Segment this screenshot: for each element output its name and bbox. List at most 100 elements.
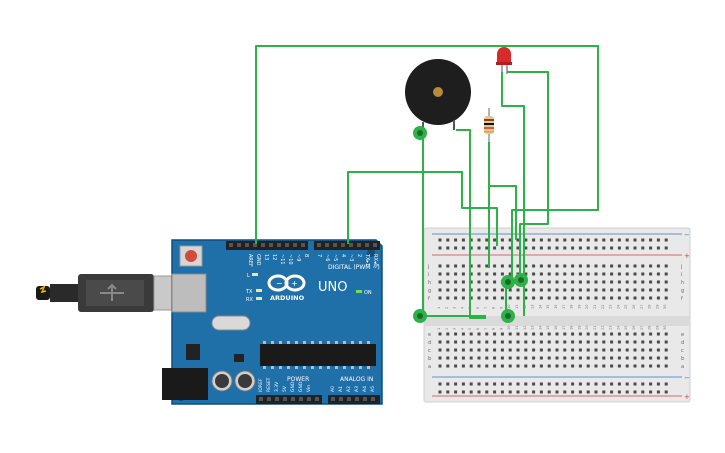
breadboard-hole[interactable] [571, 280, 575, 284]
breadboard-hole[interactable] [578, 356, 582, 360]
breadboard-hole[interactable] [649, 238, 653, 242]
breadboard-hole[interactable] [532, 264, 536, 268]
breadboard-hole[interactable] [547, 356, 551, 360]
breadboard-hole[interactable] [461, 280, 465, 284]
wires[interactable] [255, 45, 599, 319]
breadboard-hole[interactable] [446, 364, 450, 368]
header-pin[interactable] [339, 397, 343, 401]
breadboard-hole[interactable] [485, 340, 489, 344]
breadboard-hole[interactable] [656, 272, 660, 276]
header-pin[interactable] [237, 243, 241, 247]
breadboard-hole[interactable] [477, 280, 481, 284]
breadboard-hole[interactable] [485, 246, 489, 250]
breadboard-hole[interactable] [602, 264, 606, 268]
breadboard-hole[interactable] [469, 246, 473, 250]
breadboard-hole[interactable] [641, 332, 645, 336]
breadboard-hole[interactable] [547, 288, 551, 292]
breadboard-hole[interactable] [641, 238, 645, 242]
breadboard-hole[interactable] [594, 356, 598, 360]
breadboard-hole[interactable] [532, 348, 536, 352]
breadboard-hole[interactable] [524, 264, 528, 268]
breadboard-hole[interactable] [571, 390, 575, 394]
breadboard-hole[interactable] [563, 356, 567, 360]
breadboard-hole[interactable] [461, 340, 465, 344]
breadboard-hole[interactable] [539, 390, 543, 394]
breadboard-hole[interactable] [539, 246, 543, 250]
breadboard-hole[interactable] [578, 238, 582, 242]
breadboard-hole[interactable] [649, 332, 653, 336]
breadboard-hole[interactable] [602, 382, 606, 386]
breadboard-hole[interactable] [578, 390, 582, 394]
breadboard-hole[interactable] [656, 296, 660, 300]
breadboard-hole[interactable] [477, 332, 481, 336]
breadboard-hole[interactable] [524, 296, 528, 300]
breadboard-hole[interactable] [649, 246, 653, 250]
breadboard-hole[interactable] [586, 390, 590, 394]
breadboard-hole[interactable] [555, 356, 559, 360]
breadboard-hole[interactable] [633, 272, 637, 276]
breadboard-hole[interactable] [461, 364, 465, 368]
breadboard-hole[interactable] [555, 264, 559, 268]
breadboard-hole[interactable] [485, 272, 489, 276]
breadboard-hole[interactable] [594, 340, 598, 344]
wire-buzzer-neg[interactable] [456, 129, 486, 319]
breadboard-hole[interactable] [586, 264, 590, 268]
breadboard-hole[interactable] [524, 348, 528, 352]
breadboard-hole[interactable] [454, 238, 458, 242]
breadboard-hole[interactable] [571, 246, 575, 250]
breadboard-hole[interactable] [454, 390, 458, 394]
breadboard-hole[interactable] [485, 288, 489, 292]
header-pin[interactable] [331, 397, 335, 401]
breadboard-hole[interactable] [563, 238, 567, 242]
breadboard-hole[interactable] [454, 280, 458, 284]
breadboard-hole[interactable] [547, 238, 551, 242]
breadboard-hole[interactable] [649, 356, 653, 360]
breadboard-hole[interactable] [485, 364, 489, 368]
breadboard-hole[interactable] [594, 382, 598, 386]
breadboard-hole[interactable] [454, 382, 458, 386]
breadboard-hole[interactable] [664, 246, 668, 250]
breadboard-hole[interactable] [610, 296, 614, 300]
breadboard-hole[interactable] [477, 238, 481, 242]
breadboard-hole[interactable] [649, 364, 653, 368]
breadboard-hole[interactable] [516, 364, 520, 368]
header-pin[interactable] [355, 397, 359, 401]
breadboard-hole[interactable] [508, 296, 512, 300]
breadboard-hole[interactable] [571, 264, 575, 268]
wire-led-cathode[interactable] [501, 72, 525, 316]
breadboard-hole[interactable] [649, 382, 653, 386]
breadboard-hole[interactable] [438, 264, 442, 268]
breadboard-hole[interactable] [555, 340, 559, 344]
breadboard-hole[interactable] [493, 288, 497, 292]
breadboard-hole[interactable] [446, 288, 450, 292]
breadboard-hole[interactable] [532, 280, 536, 284]
breadboard-hole[interactable] [532, 340, 536, 344]
power-jack[interactable] [162, 368, 208, 400]
breadboard-hole[interactable] [563, 364, 567, 368]
breadboard-hole[interactable] [539, 382, 543, 386]
header-pin[interactable] [373, 243, 377, 247]
breadboard-hole[interactable] [485, 356, 489, 360]
breadboard-hole[interactable] [477, 288, 481, 292]
breadboard-hole[interactable] [524, 382, 528, 386]
breadboard-hole[interactable] [602, 280, 606, 284]
breadboard-hole[interactable] [547, 332, 551, 336]
breadboard-hole[interactable] [602, 246, 606, 250]
breadboard-hole[interactable] [477, 390, 481, 394]
breadboard-hole[interactable] [461, 272, 465, 276]
breadboard-hole[interactable] [664, 356, 668, 360]
breadboard-hole[interactable] [539, 340, 543, 344]
breadboard-hole[interactable] [516, 348, 520, 352]
breadboard-hole[interactable] [664, 340, 668, 344]
breadboard-hole[interactable] [469, 288, 473, 292]
header-pin[interactable] [261, 243, 265, 247]
breadboard-hole[interactable] [555, 280, 559, 284]
breadboard-hole[interactable] [625, 382, 629, 386]
breadboard-hole[interactable] [656, 390, 660, 394]
breadboard-hole[interactable] [664, 332, 668, 336]
red-led[interactable] [496, 47, 512, 74]
breadboard-hole[interactable] [610, 340, 614, 344]
breadboard-hole[interactable] [438, 296, 442, 300]
breadboard-hole[interactable] [446, 382, 450, 386]
breadboard-hole[interactable] [664, 390, 668, 394]
